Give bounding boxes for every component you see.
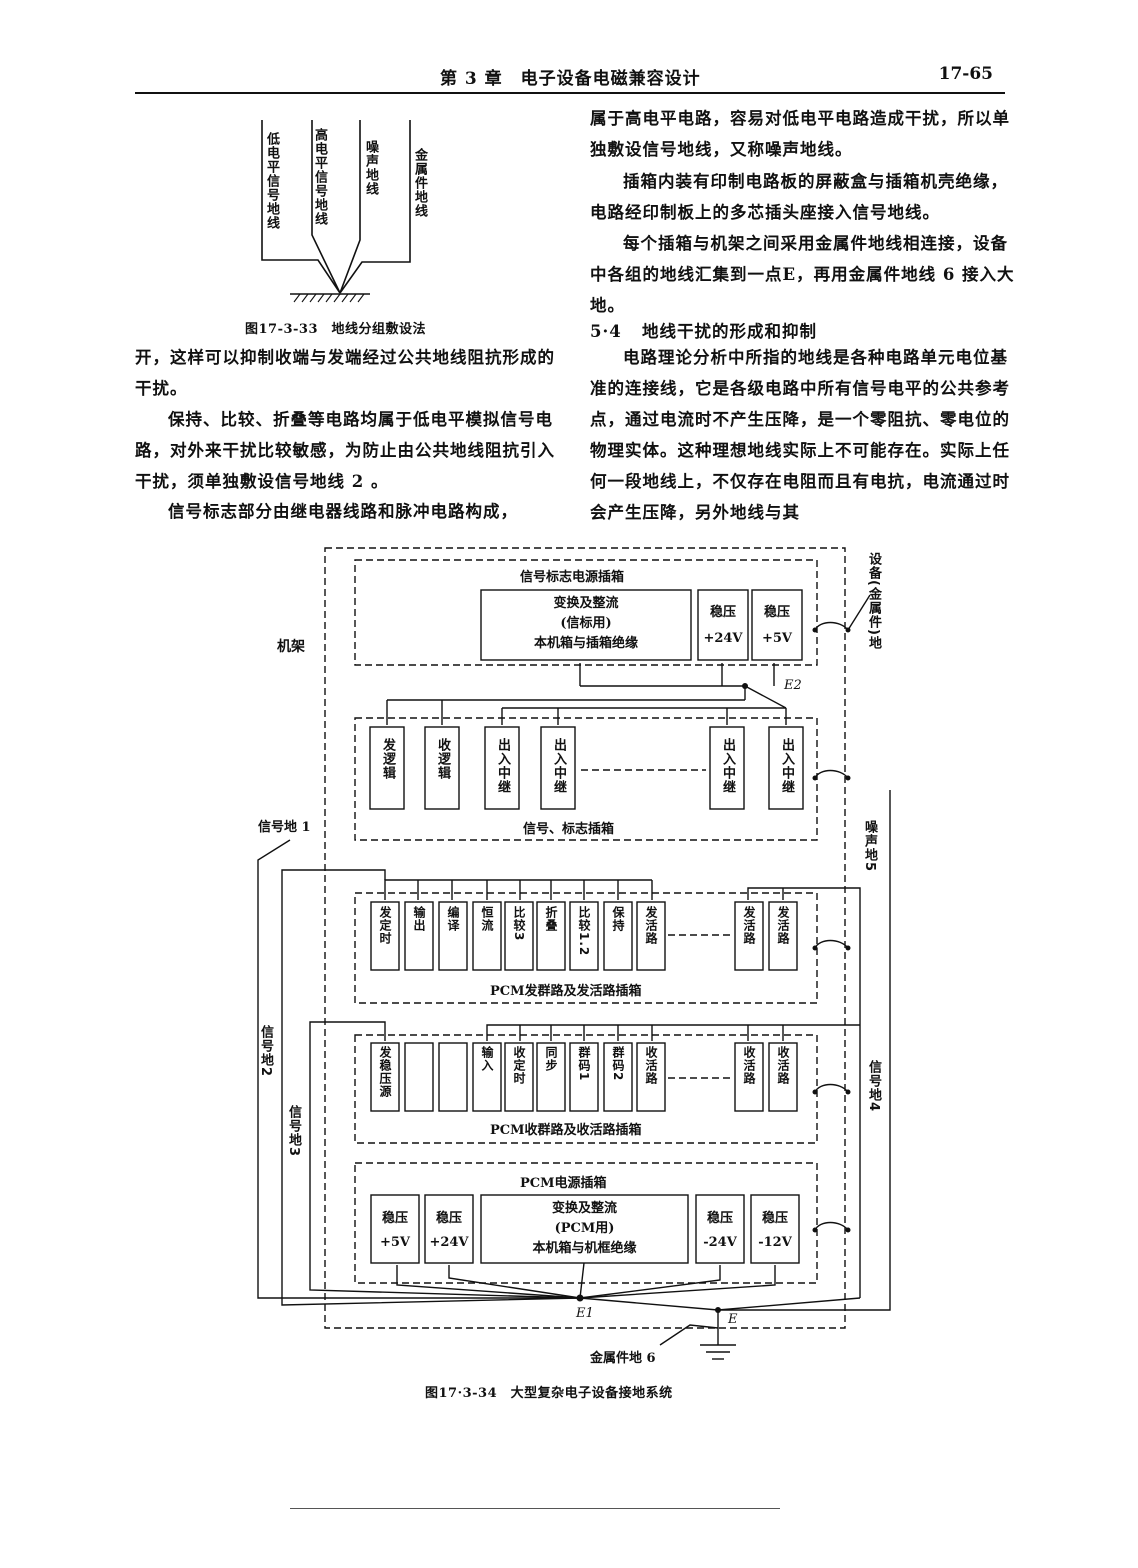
box5-reg1-voltage: +5V bbox=[379, 1235, 411, 1250]
noise-ground-label: 噪声地5 bbox=[862, 820, 877, 873]
box1-regulator-5v: 稳压 +5V bbox=[752, 600, 802, 652]
box2-card-6: 出入中继 bbox=[779, 738, 794, 794]
box3-card-4: 恒流 bbox=[480, 906, 494, 932]
box4-card-1: 发稳压源 bbox=[378, 1046, 392, 1098]
box4-title: PCM收群路及收活路插箱 bbox=[490, 1123, 642, 1138]
section-heading: 5·4 地线干扰的形成和抑制 bbox=[590, 318, 817, 342]
box3-title: PCM发群路及发活路插箱 bbox=[490, 984, 642, 999]
box4-card-6: 同步 bbox=[544, 1046, 558, 1072]
right-paragraph-3: 每个插箱与机架之间采用金属件地线相连接，设备中各组的地线汇集到一点E，再用金属件… bbox=[590, 234, 1015, 315]
box5-converter-line3: 本机箱与机框绝缘 bbox=[532, 1241, 637, 1256]
section-number: 5·4 bbox=[590, 322, 622, 341]
section-title: 地线干扰的形成和抑制 bbox=[641, 322, 817, 341]
left-paragraph-3: 信号标志部分由继电器线路和脉冲电路构成， bbox=[168, 502, 518, 521]
box3-card-1: 发定时 bbox=[378, 906, 392, 945]
box5-converter-line1: 变换及整流 bbox=[551, 1201, 617, 1216]
box3-card-6: 折叠 bbox=[544, 906, 558, 932]
box5-reg3-label: 稳压 bbox=[706, 1211, 733, 1226]
ground-grouping-diagram bbox=[261, 120, 411, 303]
wire-label-low-level: 低电平信号地线 bbox=[264, 132, 279, 230]
box5-regulator-neg12v: 稳压 -12V bbox=[751, 1207, 799, 1255]
right-paragraph-1: 属于高电平电路，容易对低电平电路造成干扰，所以单独敷设信号地线，又称噪声地线。 bbox=[590, 109, 1010, 159]
box3-card-9: 发活路 bbox=[644, 906, 658, 945]
box3-card-10: 发活路 bbox=[742, 906, 756, 945]
box2-card-4: 出入中继 bbox=[551, 738, 566, 794]
box1-converter-line2: (信标用) bbox=[560, 616, 612, 631]
box4-card-10: 收活路 bbox=[742, 1046, 756, 1085]
box2-card-2: 收逻辑 bbox=[435, 738, 450, 780]
box5-regulator-5v: 稳压 +5V bbox=[371, 1207, 419, 1255]
wire-label-high-level: 高电平信号地线 bbox=[312, 128, 327, 226]
box4-card-7: 群码1 bbox=[577, 1046, 591, 1082]
box5-reg4-voltage: -12V bbox=[758, 1235, 792, 1250]
signal-ground-1-label: 信号地 1 bbox=[258, 820, 311, 835]
wire-label-noise: 噪声地线 bbox=[363, 140, 378, 196]
box3-card-11: 发活路 bbox=[776, 906, 790, 945]
running-header: 第 3 章 电子设备电磁兼容设计 17-65 bbox=[135, 62, 1005, 94]
box4-card-4: 输入 bbox=[480, 1046, 494, 1072]
box1-converter-line3: 本机箱与插箱绝缘 bbox=[533, 636, 638, 651]
figure-17-3-33: 低电平信号地线 高电平信号地线 噪声地线 金属件地线 bbox=[220, 110, 460, 310]
box2-title: 信号、标志插箱 bbox=[523, 822, 615, 837]
box5-reg4-label: 稳压 bbox=[761, 1211, 788, 1226]
box5-reg2-label: 稳压 bbox=[435, 1211, 462, 1226]
node-e: E bbox=[728, 1312, 738, 1327]
box5-title: PCM电源插箱 bbox=[520, 1176, 607, 1191]
box1-reg2-label: 稳压 bbox=[763, 605, 790, 620]
box1-regulator-24v: 稳压 +24V bbox=[698, 600, 748, 652]
box2-card-3: 出入中继 bbox=[495, 738, 510, 794]
signal-ground-4-label: 信号地4 bbox=[866, 1060, 881, 1113]
right-paragraph-2: 插箱内装有印制电路板的屏蔽盒与插箱机壳绝缘，电路经印制板上的多芯插头座接入信号地… bbox=[590, 172, 1008, 222]
box4-card-9: 收活路 bbox=[644, 1046, 658, 1085]
box5-converter: 变换及整流 (PCM用) 本机箱与机框绝缘 bbox=[481, 1199, 688, 1259]
box5-reg1-label: 稳压 bbox=[381, 1211, 408, 1226]
figure-17-3-33-caption: 图17-3-33 地线分组敷设法 bbox=[245, 322, 427, 337]
box4-card-5: 收定时 bbox=[512, 1046, 526, 1085]
footer-rule bbox=[290, 1508, 780, 1509]
box5-reg3-voltage: -24V bbox=[703, 1235, 737, 1250]
page-number: 17-65 bbox=[938, 64, 993, 84]
chapter-title: 第 3 章 电子设备电磁兼容设计 bbox=[440, 69, 701, 89]
grounding-system-diagram bbox=[257, 547, 891, 1360]
box4-card-8: 群码2 bbox=[611, 1046, 625, 1082]
box2-card-5: 出入中继 bbox=[720, 738, 735, 794]
node-e2: E2 bbox=[784, 678, 802, 693]
box1-reg1-label: 稳压 bbox=[709, 605, 736, 620]
box3-card-5: 比较3 bbox=[512, 906, 526, 942]
box1-reg1-voltage: +24V bbox=[703, 631, 743, 646]
box3-card-8: 保持 bbox=[611, 906, 625, 932]
section-paragraph: 电路理论分析中所指的地线是各种电路单元电位基准的连接线，它是各级电路中所有信号电… bbox=[590, 348, 1010, 522]
box1-reg2-voltage: +5V bbox=[761, 631, 793, 646]
signal-ground-2-label: 信号地2 bbox=[258, 1025, 273, 1078]
box2-card-1: 发逻辑 bbox=[380, 738, 395, 780]
figure-17-3-34-caption: 图17·3-34 大型复杂电子设备接地系统 bbox=[425, 1386, 673, 1401]
rack-label: 机架 bbox=[277, 639, 305, 655]
box5-regulator-neg24v: 稳压 -24V bbox=[696, 1207, 744, 1255]
left-paragraph-1: 开，这样可以抑制收端与发端经过公共地线阻抗形成的干扰。 bbox=[135, 348, 555, 398]
box1-converter: 变换及整流 (信标用) 本机箱与插箱绝缘 bbox=[481, 594, 691, 654]
box3-card-3: 编译 bbox=[446, 906, 460, 932]
box5-converter-line2: (PCM用) bbox=[554, 1221, 615, 1236]
box5-reg2-voltage: +24V bbox=[429, 1235, 469, 1250]
box1-converter-line1: 变换及整流 bbox=[553, 596, 619, 611]
signal-ground-3-label: 信号地3 bbox=[286, 1105, 301, 1158]
rack-frame bbox=[324, 547, 846, 1329]
metal-ground-6-label: 金属件地 6 bbox=[590, 1351, 656, 1366]
box1-title: 信号标志电源插箱 bbox=[520, 570, 625, 585]
box3-card-7: 比较1.2 bbox=[577, 906, 591, 957]
node-e1: E1 bbox=[576, 1306, 594, 1321]
box4-card-11: 收活路 bbox=[776, 1046, 790, 1085]
left-paragraph-2: 保持、比较、折叠等电路均属于低电平模拟信号电路，对外来干扰比较敏感，为防止由公共… bbox=[135, 410, 555, 491]
wire-label-metal: 金属件地线 bbox=[412, 148, 427, 218]
box5-regulator-24v: 稳压 +24V bbox=[425, 1207, 473, 1255]
box3-card-2: 输出 bbox=[412, 906, 426, 932]
device-metal-ground-label: 设备(金属件)地 bbox=[866, 552, 881, 650]
